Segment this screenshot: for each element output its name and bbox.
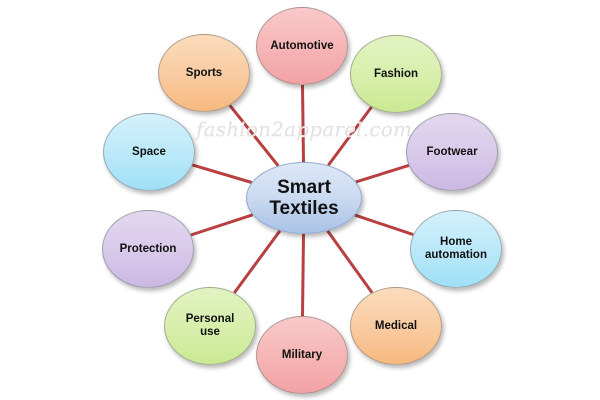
edge-hub-to-automotive [301,84,305,163]
edge-hub-to-medical [326,230,374,294]
edge-hub-to-footwear [355,163,410,184]
edge-hub-to-space [191,163,253,184]
node-footwear[interactable]: Footwear [406,113,498,191]
node-label: Fashion [373,67,419,80]
node-label: Sports [185,66,223,79]
node-label: Military [281,348,323,361]
edge-hub-to-fashion [327,106,373,167]
node-automotive[interactable]: Automotive [256,7,348,85]
edge-hub-to-home-automation [354,213,414,237]
node-label: Automotive [270,39,334,52]
node-sports[interactable]: Sports [158,34,250,112]
node-space[interactable]: Space [103,113,195,191]
hub-node-label: Smart Textiles [269,176,339,219]
node-fashion[interactable]: Fashion [350,35,442,113]
node-label: Protection [119,242,177,255]
edge-hub-to-personal-use [233,229,282,294]
node-label: Medical [374,319,418,332]
edge-hub-to-military [301,233,305,317]
edge-hub-to-protection [190,213,254,237]
node-home-automation[interactable]: Home automation [410,210,502,288]
node-military[interactable]: Military [256,316,348,394]
hub-node-smart-textiles[interactable]: Smart Textiles [246,162,362,234]
node-label: Space [132,145,166,158]
node-label: Home automation [425,236,487,261]
node-protection[interactable]: Protection [102,210,194,288]
node-medical[interactable]: Medical [350,287,442,365]
node-personal-use[interactable]: Personal use [164,287,256,365]
node-label: Personal use [185,313,235,338]
edge-hub-to-sports [228,104,280,167]
node-label: Footwear [426,145,478,158]
